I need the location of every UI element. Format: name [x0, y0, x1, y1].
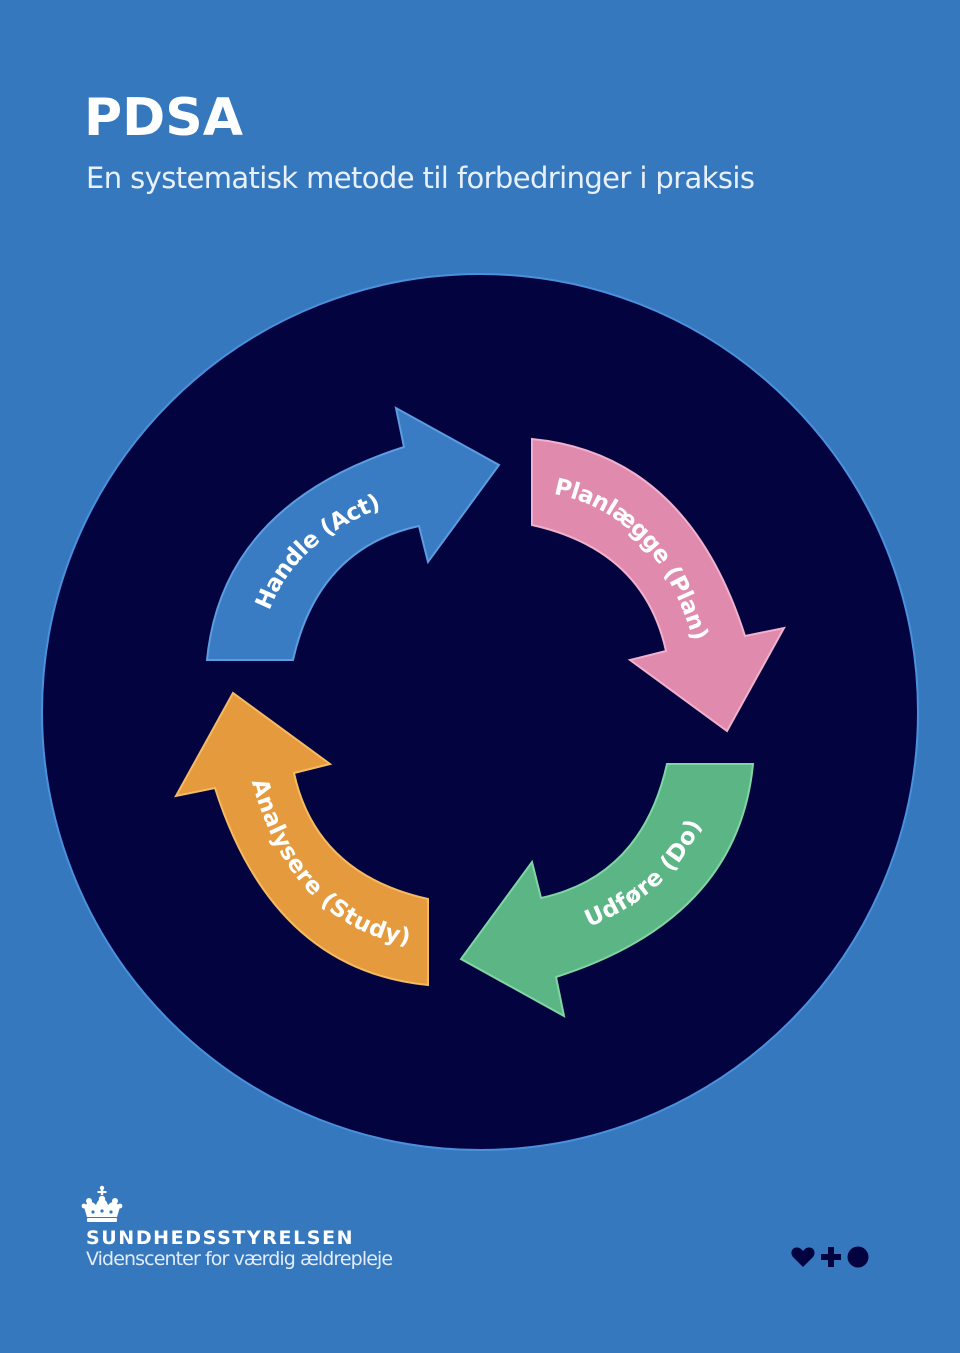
org-name: SUNDHEDSSTYRELSEN	[86, 1227, 355, 1249]
org-subtitle: Videnscenter for værdig ældrepleje	[86, 1248, 393, 1270]
brand-symbols	[790, 1244, 870, 1270]
page-title: PDSA	[84, 88, 243, 148]
plus-icon	[821, 1247, 841, 1267]
heart-icon	[791, 1247, 815, 1267]
circle-icon	[847, 1246, 869, 1268]
page-subtitle: En systematisk metode til forbedringer i…	[86, 161, 755, 195]
crown-icon	[81, 1185, 123, 1222]
cycle-background-circle	[41, 273, 919, 1151]
